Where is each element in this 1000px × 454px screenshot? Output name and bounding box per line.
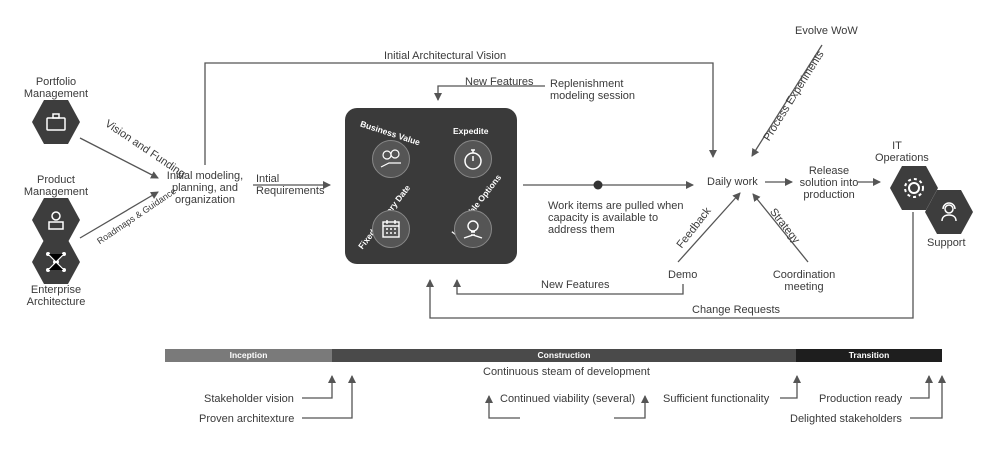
daily-work-label: Daily work	[707, 176, 758, 188]
intangible-options-circle	[454, 210, 492, 248]
product-management-label: Product Management	[23, 174, 89, 198]
production-ready-label: Production ready	[819, 393, 903, 405]
headset-icon	[941, 202, 957, 222]
gear-icon	[904, 178, 924, 198]
continued-viability-label: Continued viability (several)	[500, 393, 636, 405]
kanban-board: Business Value Expedite Fixed Delivery D…	[345, 108, 517, 264]
expedite-label: Expedite	[453, 126, 489, 136]
business-value-circle	[372, 140, 410, 178]
support-label: Support	[927, 237, 966, 249]
demo-label: Demo	[668, 269, 698, 281]
calendar-icon	[382, 220, 400, 238]
process-experiments-arrow	[751, 44, 823, 157]
pull-point	[593, 180, 603, 190]
briefcase-icon	[46, 113, 66, 131]
network-icon	[46, 252, 66, 272]
money-hand-icon	[380, 149, 401, 168]
strategy-arrow	[752, 193, 809, 263]
initial-arch-vision-label: Initial Architectural Vision	[384, 50, 507, 62]
roadmaps-arrow	[79, 191, 159, 239]
stakeholder-vision-label: Stakeholder vision	[204, 393, 294, 405]
arch-vision-arrow	[204, 62, 717, 165]
fixed-delivery-circle	[372, 210, 410, 248]
work-items-label: Work items are pulled when capacity is a…	[548, 200, 684, 236]
continued-viability-left-arrow	[485, 395, 520, 419]
new-features-bottom-label: New Features	[541, 279, 610, 291]
new-features-top-label: New Features	[465, 76, 534, 88]
delighted-stakeholders-label: Delighted stakeholders	[790, 413, 902, 425]
vision-funding-arrow	[79, 137, 159, 179]
proven-architecture-arrow	[302, 375, 356, 419]
transition-phase: Transition	[796, 349, 942, 362]
change-requests-arrow	[426, 212, 914, 319]
enterprise-architecture-label: Enterprise Architecture	[26, 284, 86, 308]
continued-viability-right-arrow	[614, 395, 649, 419]
initial-requirements-label: Intial Requirements	[256, 173, 325, 197]
portfolio-management-label: Portfolio Management	[23, 76, 89, 100]
stopwatch-icon	[464, 149, 482, 170]
sufficient-functionality-label: Sufficient functionality	[663, 393, 770, 405]
evolve-wow-label: Evolve WoW	[795, 25, 858, 37]
coordination-meeting-label: Coordination meeting	[772, 269, 836, 293]
sufficient-functionality-arrow	[780, 375, 801, 399]
change-requests-label: Change Requests	[692, 304, 781, 316]
proven-architecture-label: Proven architexture	[199, 413, 295, 425]
product-icon	[48, 211, 64, 230]
replenishment-label: Replenishment modeling session	[550, 78, 635, 102]
construction-phase: Construction	[332, 349, 796, 362]
it-operations-label: IT Operations	[875, 140, 929, 164]
production-ready-arrow	[910, 375, 933, 399]
feedback-arrow	[677, 192, 741, 263]
new-features-top-arrow	[434, 85, 545, 101]
release-label: Release solution into production	[799, 165, 859, 201]
delighted-arrow	[910, 375, 946, 419]
inception-phase: Inception	[165, 349, 332, 362]
initial-modeling-label: Initial modeling, planning, and organiza…	[166, 170, 244, 206]
continuous-stream-label: Continuous steam of development	[483, 366, 650, 378]
expedite-circle	[454, 140, 492, 178]
new-features-bottom-arrow	[453, 279, 684, 295]
stakeholder-vision-arrow	[302, 375, 336, 399]
lightbulb-icon	[463, 220, 483, 239]
